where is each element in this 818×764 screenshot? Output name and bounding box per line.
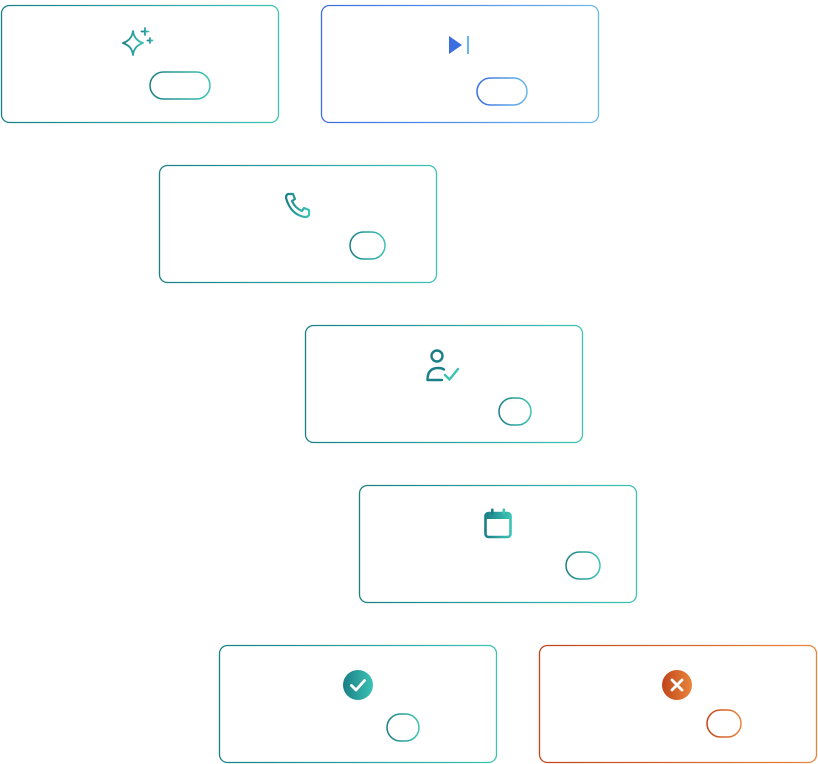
user-check-icon bbox=[426, 349, 460, 382]
node-start[interactable] bbox=[0, 4, 280, 124]
node-success[interactable] bbox=[218, 644, 498, 764]
node-schedule-handle[interactable] bbox=[565, 551, 601, 580]
node-skip-handle[interactable] bbox=[476, 77, 528, 106]
node-skip[interactable] bbox=[320, 4, 600, 124]
node-success-handle[interactable] bbox=[386, 713, 420, 742]
node-qualify-handle[interactable] bbox=[498, 397, 532, 426]
node-call-frame bbox=[158, 164, 438, 284]
node-skip-frame bbox=[320, 4, 600, 124]
node-schedule[interactable] bbox=[358, 484, 638, 604]
sparkle-icon bbox=[122, 27, 154, 56]
node-call-handle[interactable] bbox=[349, 231, 386, 260]
skip-forward-icon bbox=[449, 36, 469, 54]
node-qualify-frame bbox=[304, 324, 584, 444]
x-circle-icon bbox=[662, 670, 692, 700]
check-circle-icon bbox=[343, 670, 373, 700]
node-failure[interactable] bbox=[538, 644, 818, 764]
node-start-handle[interactable] bbox=[149, 71, 211, 100]
node-failure-frame bbox=[538, 644, 818, 764]
node-failure-handle[interactable] bbox=[706, 709, 742, 738]
node-schedule-frame bbox=[358, 484, 638, 604]
node-success-frame bbox=[218, 644, 498, 764]
node-start-frame bbox=[0, 4, 280, 124]
calendar-icon bbox=[484, 508, 512, 539]
phone-icon bbox=[284, 192, 311, 219]
node-call[interactable] bbox=[158, 164, 438, 284]
node-qualify[interactable] bbox=[304, 324, 584, 444]
